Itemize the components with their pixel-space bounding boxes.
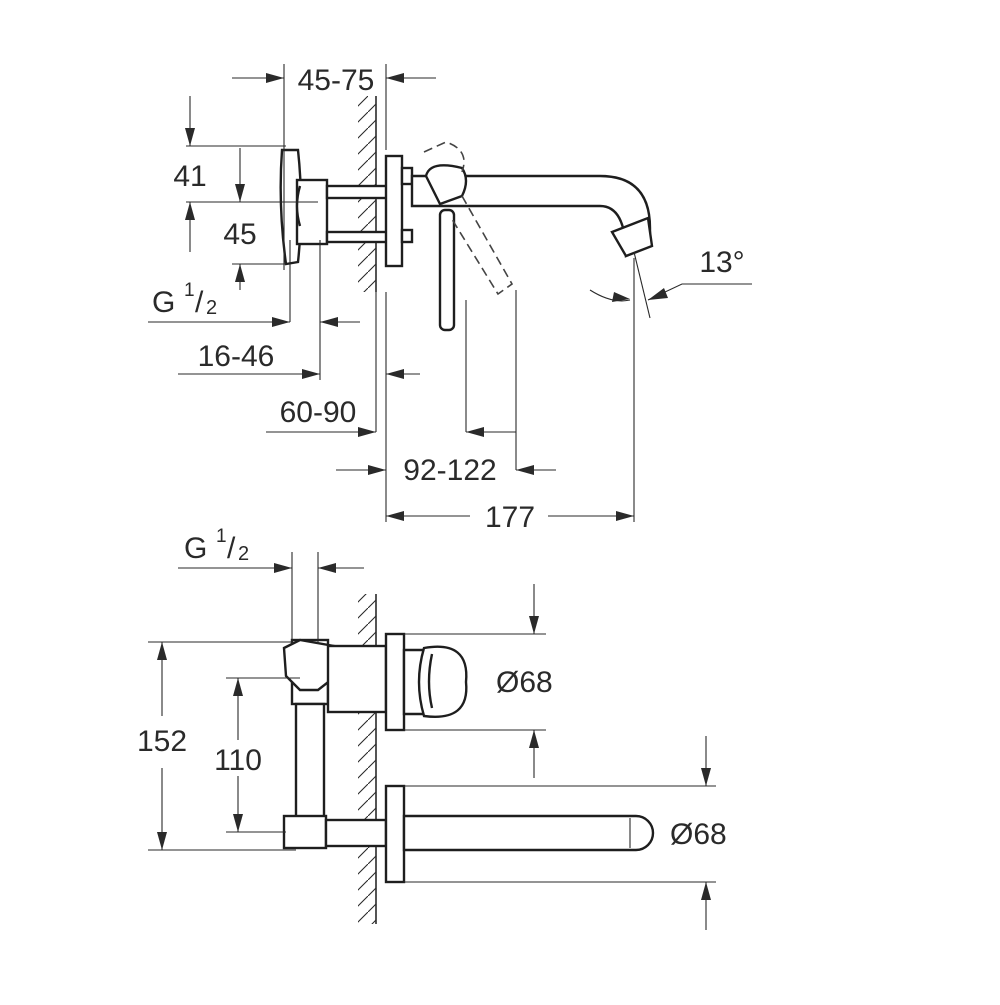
dimension-diameter-spout: Ø68	[404, 736, 727, 930]
dimension-thread-top: G 1 / 2	[148, 240, 360, 380]
label-45-75: 45-75	[298, 64, 375, 97]
concealed-body-top	[279, 148, 389, 266]
thread-denominator-top: 2	[206, 297, 217, 319]
label-diameter-spout: Ø68	[670, 818, 727, 851]
dimension-60-90: 60-90	[266, 290, 517, 470]
handle-plate-bottom	[384, 632, 468, 732]
wall-section-bottom	[358, 594, 377, 924]
label-angle: 13°	[699, 246, 744, 279]
label-16-46: 16-46	[198, 340, 275, 373]
thread-numerator-top: 1	[184, 280, 195, 301]
thread-denominator-bottom: 2	[238, 543, 249, 565]
cover-plate-top	[384, 154, 414, 268]
dimension-45-75: 45-75	[232, 64, 436, 270]
dimension-thread-bottom: G 1 / 2	[178, 526, 364, 644]
label-177: 177	[485, 501, 535, 534]
bottom-view: G 1 / 2 152 110	[137, 526, 727, 930]
thread-letter-top: G	[152, 286, 175, 319]
dimension-diameter-handle: Ø68	[404, 584, 553, 778]
thread-numerator-bottom: 1	[216, 526, 227, 547]
dimension-110: 110	[214, 677, 300, 833]
label-60-90: 60-90	[280, 396, 357, 429]
handle-lever-top	[424, 164, 468, 332]
dimension-152: 152	[137, 641, 296, 851]
svg-text:/: /	[195, 286, 204, 319]
label-diameter-handle: Ø68	[496, 666, 553, 699]
label-110: 110	[214, 744, 262, 777]
label-92-122: 92-122	[403, 454, 496, 487]
dimension-16-46: 16-46	[178, 292, 420, 522]
thread-letter-bottom: G	[184, 532, 207, 565]
label-45: 45	[223, 218, 256, 251]
dimension-92-122: 92-122	[336, 454, 556, 487]
dimension-angle-13: 13°	[589, 246, 752, 319]
svg-text:/: /	[227, 532, 236, 565]
spout-bottom	[384, 784, 655, 884]
dimension-41: 41	[173, 96, 318, 252]
dimension-177: 177	[386, 258, 635, 534]
spout-top	[410, 174, 654, 258]
lever-alt-position	[423, 141, 514, 296]
label-41: 41	[173, 160, 206, 193]
dimension-45: 45	[223, 148, 286, 290]
label-152: 152	[137, 725, 187, 758]
top-view: 45-75 41 45 G	[148, 64, 752, 534]
